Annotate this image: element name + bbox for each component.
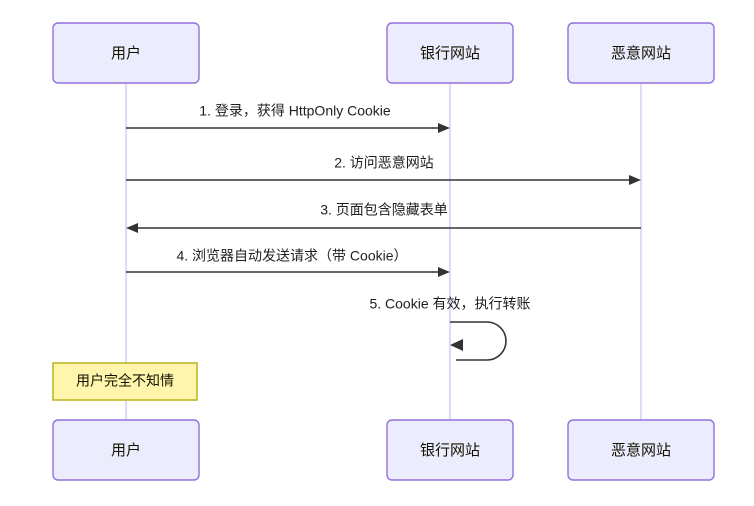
message-4-label: 4. 浏览器自动发送请求（带 Cookie）: [176, 248, 407, 264]
message-3[interactable]: 3. 页面包含隐藏表单: [126, 202, 641, 233]
note-box[interactable]: [52, 362, 198, 401]
message-5-self-loop: [450, 321, 507, 361]
message-1-label: 1. 登录，获得 HttpOnly Cookie: [199, 103, 391, 119]
message-1[interactable]: 1. 登录，获得 HttpOnly Cookie: [126, 103, 450, 133]
message-5-label: 5. Cookie 有效，执行转账: [369, 296, 530, 312]
message-3-arrowhead: [126, 223, 138, 233]
actor-header-user[interactable]: 用户: [52, 22, 200, 84]
message-2-label: 2. 访问恶意网站: [334, 155, 434, 171]
actor-box-bank-top[interactable]: [386, 22, 514, 84]
actor-label-bank-bottom: 银行网站: [420, 442, 480, 459]
actor-box-user-bottom[interactable]: [52, 419, 200, 481]
note-user-unaware[interactable]: 用户完全不知情: [52, 362, 198, 401]
actor-footer-bank[interactable]: 银行网站: [386, 419, 514, 481]
message-2[interactable]: 2. 访问恶意网站: [126, 155, 641, 185]
actor-footer-user[interactable]: 用户: [52, 419, 200, 481]
message-1-arrowhead: [438, 123, 450, 133]
actor-header-evil[interactable]: 恶意网站: [567, 22, 715, 84]
actor-label-bank-top: 银行网站: [420, 45, 480, 62]
actor-box-user-top[interactable]: [52, 22, 200, 84]
actor-label-user-bottom: 用户: [111, 442, 141, 459]
message-2-arrowhead: [629, 175, 641, 185]
actor-label-evil-top: 恶意网站: [611, 44, 671, 62]
message-4-arrowhead: [438, 267, 450, 277]
message-3-label: 3. 页面包含隐藏表单: [320, 202, 448, 218]
actor-label-user-top: 用户: [111, 45, 141, 62]
message-5[interactable]: 5. Cookie 有效，执行转账: [369, 296, 531, 361]
note-label: 用户完全不知情: [76, 373, 174, 389]
actor-box-evil-top[interactable]: [567, 22, 715, 84]
actor-box-bank-bottom[interactable]: [386, 419, 514, 481]
actor-footer-evil[interactable]: 恶意网站: [567, 419, 715, 481]
message-5-arrowhead: [450, 339, 463, 351]
actor-label-evil-bottom: 恶意网站: [611, 441, 671, 459]
actor-box-evil-bottom[interactable]: [567, 419, 715, 481]
message-4[interactable]: 4. 浏览器自动发送请求（带 Cookie）: [126, 248, 450, 277]
actor-header-bank[interactable]: 银行网站: [386, 22, 514, 84]
